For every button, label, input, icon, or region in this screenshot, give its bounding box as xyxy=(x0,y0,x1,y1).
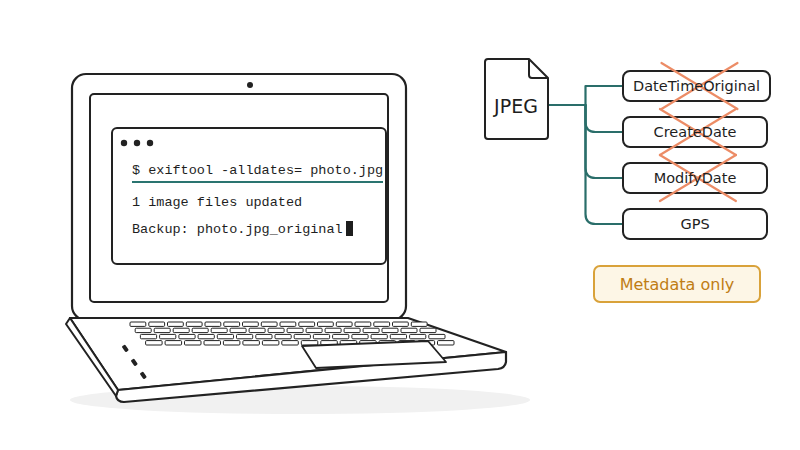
key xyxy=(325,328,341,332)
webcam xyxy=(247,82,253,88)
terminal-line: 1 image files updated xyxy=(132,195,302,210)
key xyxy=(192,328,208,332)
metadata-field-box: DateTimeOriginal xyxy=(622,70,771,102)
key xyxy=(224,322,240,326)
field-name: ModifyDate xyxy=(654,170,737,186)
key xyxy=(429,334,445,338)
key xyxy=(268,328,284,332)
key xyxy=(261,322,277,326)
key xyxy=(301,341,318,345)
key xyxy=(217,334,233,338)
key xyxy=(149,322,165,326)
key xyxy=(410,334,426,338)
laptop-side xyxy=(66,318,118,396)
key xyxy=(411,322,427,326)
key xyxy=(211,328,227,332)
key xyxy=(393,322,409,326)
key xyxy=(382,328,398,332)
terminal-line: Backup: photo.jpg_original xyxy=(132,221,353,237)
terminal-line: $ exiftool -alldates= photo.jpg xyxy=(132,163,383,183)
port xyxy=(122,344,129,352)
terminal-command: $ exiftool -alldates= photo.jpg xyxy=(132,163,383,183)
note-text: Metadata only xyxy=(620,275,735,294)
key xyxy=(282,341,299,345)
key xyxy=(371,334,387,338)
key xyxy=(243,322,259,326)
tree-connector xyxy=(549,105,622,224)
port xyxy=(140,371,147,379)
note-box: Metadata only xyxy=(593,265,761,303)
window-dot xyxy=(121,140,127,146)
port xyxy=(131,358,138,366)
key xyxy=(135,328,151,332)
text-cursor xyxy=(346,221,353,236)
key xyxy=(287,328,303,332)
file-type-label: JPEG xyxy=(494,95,538,117)
laptop-screen xyxy=(90,94,388,302)
key xyxy=(262,341,279,345)
key xyxy=(374,322,390,326)
key xyxy=(318,322,334,326)
key xyxy=(185,341,202,345)
terminal-window xyxy=(112,128,386,264)
key xyxy=(294,334,310,338)
key xyxy=(280,322,296,326)
key xyxy=(230,328,246,332)
key xyxy=(313,334,329,338)
key xyxy=(146,341,163,345)
terminal-output: 1 image files updated xyxy=(132,195,302,210)
key xyxy=(275,334,291,338)
key xyxy=(336,322,352,326)
window-dot xyxy=(147,140,153,146)
key xyxy=(344,328,360,332)
key xyxy=(186,322,202,326)
key xyxy=(256,334,272,338)
key xyxy=(179,334,195,338)
key xyxy=(333,334,349,338)
laptop-lid xyxy=(72,74,406,320)
field-name: DateTimeOriginal xyxy=(633,78,760,94)
key xyxy=(438,341,455,345)
window-dot xyxy=(134,140,140,146)
key xyxy=(249,328,265,332)
metadata-field-box: GPS xyxy=(622,208,768,240)
key xyxy=(401,328,417,332)
key xyxy=(355,322,371,326)
field-name: GPS xyxy=(680,216,709,232)
key xyxy=(160,334,176,338)
key xyxy=(237,334,253,338)
key xyxy=(363,328,379,332)
key xyxy=(165,341,182,345)
key xyxy=(204,341,221,345)
metadata-field-box: ModifyDate xyxy=(622,162,768,194)
field-name: CreateDate xyxy=(654,124,737,140)
metadata-field-box: CreateDate xyxy=(622,116,768,148)
tree-connector xyxy=(549,86,622,105)
key xyxy=(299,322,315,326)
key xyxy=(420,328,436,332)
key xyxy=(306,328,322,332)
key xyxy=(390,334,406,338)
key xyxy=(352,334,368,338)
terminal-output: Backup: photo.jpg_original xyxy=(132,222,343,237)
key xyxy=(130,322,146,326)
key xyxy=(198,334,214,338)
key xyxy=(223,341,240,345)
key xyxy=(140,334,156,338)
trackpad xyxy=(302,341,446,368)
key xyxy=(173,328,189,332)
file-icon: JPEG xyxy=(483,58,549,140)
key xyxy=(168,322,184,326)
key xyxy=(243,341,260,345)
key xyxy=(205,322,221,326)
key xyxy=(154,328,170,332)
